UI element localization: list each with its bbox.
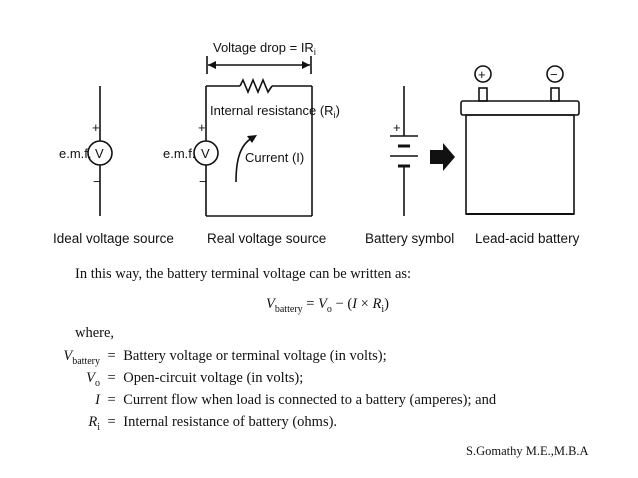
ideal-minus: − [93, 174, 101, 189]
definition-row: Ri = Internal resistance of battery (ohm… [38, 414, 337, 433]
formula-open: ( [347, 296, 353, 312]
drop-arrow-right [302, 61, 310, 69]
formula-v0-sub: o [326, 303, 332, 315]
formula-v0: V [318, 296, 327, 312]
battery-symbol-caption: Battery symbol [365, 231, 454, 246]
definition-symbol: Vo [86, 370, 100, 389]
formula-lhs: V [266, 296, 275, 312]
real-v-label: V [201, 146, 210, 161]
ideal-plus: + [92, 120, 100, 135]
right-arrow-icon [430, 143, 455, 171]
definition-text: Battery voltage or terminal voltage (in … [123, 348, 387, 364]
definition-eq: = [107, 348, 116, 364]
formula-eq: = [306, 296, 315, 312]
terminal-voltage-formula: Vbattery = Vo − (I × Ri) [266, 296, 389, 315]
current-arrowhead [247, 135, 257, 143]
battery-symbol [390, 86, 418, 216]
definition-symbol: Vbattery [63, 348, 100, 367]
real-voltage-source [193, 56, 313, 217]
circuit-diagram: + − e.m.f. V Ideal voltage source Voltag… [53, 40, 580, 246]
current-label: Current (I) [245, 150, 304, 165]
formula-minus: − [335, 296, 344, 312]
formula-r: R [372, 296, 382, 312]
real-caption: Real voltage source [207, 231, 326, 246]
definition-eq: = [107, 392, 116, 408]
definition-symbol: I [95, 392, 100, 408]
real-emf-label: e.m.f. [163, 146, 196, 161]
definition-row: Vo = Open-circuit voltage (in volts); [38, 370, 303, 389]
definition-symbol: Ri [88, 414, 100, 433]
formula-lhs-sub: battery [274, 303, 303, 315]
resistor-zigzag [239, 77, 273, 95]
definition-text: Open-circuit voltage (in volts); [123, 370, 304, 386]
definition-eq: = [107, 370, 116, 386]
definition-eq: = [107, 414, 116, 430]
battery-minus-terminal: − [550, 67, 558, 82]
real-minus: − [199, 174, 207, 189]
formula-close: ) [384, 296, 389, 312]
internal-resistance-label: Internal resistance (Ri) [210, 103, 340, 120]
intro-text: In this way, the battery terminal voltag… [75, 266, 412, 282]
author-footer: S.Gomathy M.E.,M.B.A [466, 444, 589, 458]
drop-arrow-left [208, 61, 216, 69]
definition-text: Current flow when load is connected to a… [123, 392, 497, 408]
voltage-drop-label: Voltage drop = IRi [213, 40, 316, 57]
definition-row: Vbattery = Battery voltage or terminal v… [38, 348, 387, 367]
formula-times: × [360, 296, 369, 312]
lead-acid-battery [460, 65, 580, 215]
lead-acid-caption: Lead-acid battery [475, 231, 580, 246]
ideal-voltage-source [87, 86, 113, 216]
definition-text: Internal resistance of battery (ohms). [123, 414, 338, 430]
real-plus: + [198, 120, 206, 135]
formula-r-sub: i [381, 303, 385, 315]
definition-row: I = Current flow when load is connected … [38, 392, 496, 411]
battery-symbol-plus: + [393, 120, 401, 135]
formula-i: I [352, 296, 358, 312]
ideal-caption: Ideal voltage source [53, 231, 174, 246]
where-label: where, [75, 325, 115, 341]
battery-plus-terminal: + [478, 67, 486, 82]
ideal-emf-label: e.m.f. [59, 146, 92, 161]
ideal-v-label: V [95, 146, 104, 161]
